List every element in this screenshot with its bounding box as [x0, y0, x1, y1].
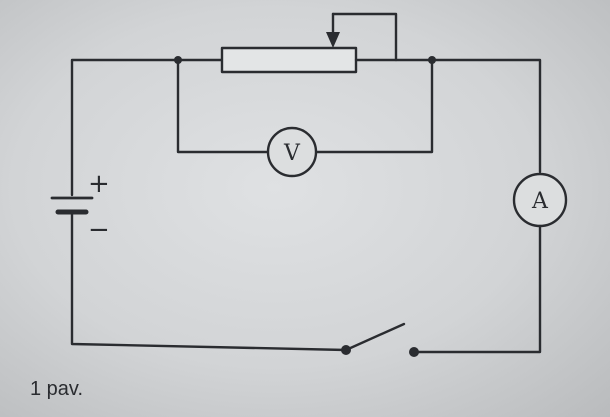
wire-top-left	[70, 58, 224, 197]
battery-minus-sign: −	[88, 215, 110, 245]
battery-plus-sign: +	[88, 169, 110, 199]
junction-left	[174, 56, 182, 64]
switch-lever	[344, 322, 406, 352]
rheostat	[220, 46, 358, 74]
wire-voltmeter-right	[314, 58, 434, 154]
slider-lead	[331, 12, 398, 62]
switch-contact-right	[409, 347, 419, 357]
voltmeter-label: V	[283, 141, 301, 166]
voltmeter	[266, 126, 318, 178]
wire-voltmeter-left	[176, 58, 270, 154]
wire-right-bottom	[412, 224, 542, 354]
wire-top-right	[354, 58, 542, 174]
slider-arrow	[326, 32, 340, 48]
wire-bottom	[70, 210, 348, 352]
junction-right	[428, 56, 436, 64]
ammeter-label: A	[531, 189, 549, 214]
figure-caption: 1 pav.	[30, 378, 83, 400]
